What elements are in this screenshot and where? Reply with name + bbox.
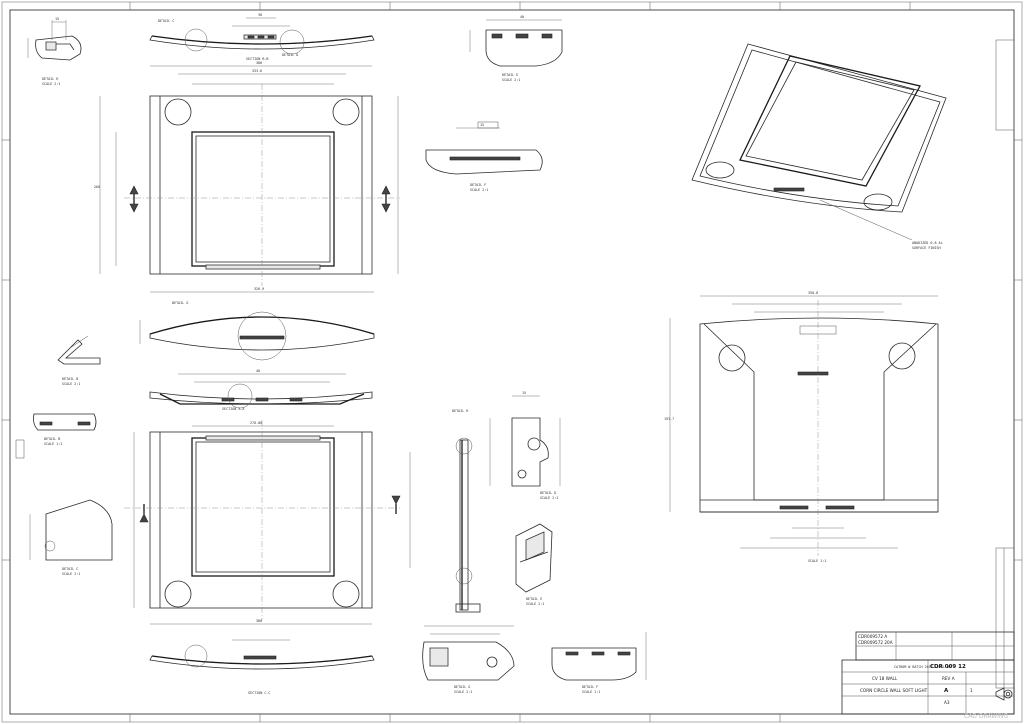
callout-detail-f: DETAIL F: [470, 183, 486, 187]
part-number-a: CDR009572 A: [858, 634, 887, 639]
part-number-b: CDR009572 20A: [858, 640, 893, 645]
dim-text: 15: [522, 391, 526, 395]
callout-detail-f: DETAIL F: [582, 685, 598, 689]
callout-scale: SCALE 2:1: [502, 78, 520, 82]
dim-text: 193.7: [664, 417, 674, 421]
hook-detail-view: 15 DETAIL D SCALE 2:1: [489, 391, 561, 500]
callout-detail-c: DETAIL C: [62, 567, 78, 571]
callout-detail-e: DETAIL E: [526, 597, 542, 601]
format-size: A3: [944, 700, 950, 705]
iso-note-2: SURFACE FINISH: [912, 246, 941, 250]
callout-section-aa: SECTION A-A: [222, 407, 244, 411]
slot-detail-view: DETAIL F SCALE 1:1: [551, 632, 647, 694]
dim-text: 40: [520, 15, 524, 19]
detail-b2-view: DETAIL B SCALE 1:1: [15, 413, 97, 459]
callout-scale: SCALE 2:1: [62, 382, 80, 386]
callout-detail-g: DETAIL G: [454, 685, 470, 689]
callout-scale: SCALE 2:1: [526, 602, 544, 606]
rev-label: REV A: [942, 676, 955, 681]
detail-d-view: 40 DETAIL E SCALE 2:1: [469, 15, 563, 82]
callout-scale: SCALE 1:1: [582, 690, 600, 694]
title-header-note: CATHOM W BATCH 2017 LEVEL 02: [894, 665, 951, 669]
dim-text: 30: [258, 13, 262, 17]
dim-text: 380: [256, 619, 262, 623]
projection-symbol-icon: [995, 687, 1013, 701]
iso-note-1: ANODIZED 0.8 AL: [912, 241, 943, 245]
callout-detail-d: DETAIL D: [540, 491, 556, 495]
dim-text: 276.86: [250, 421, 262, 425]
callout-scale: SCALE 2:1: [540, 496, 558, 500]
dim-text: 40: [256, 369, 260, 373]
callout-detail-h: DETAIL H: [42, 77, 58, 81]
section-bb-view: 30 DETAIL C SECTION B-B DETAIL D: [149, 13, 375, 61]
top-plan-view: 386 333.6 260: [94, 61, 400, 286]
side-profile-view: DETAIL H: [452, 409, 481, 613]
callout-detail-c: DETAIL C: [158, 19, 174, 23]
dim-text: 386: [256, 61, 262, 65]
detail-b-view: DETAIL B SCALE 2:1: [57, 335, 101, 386]
callout-detail-d: DETAIL D: [282, 53, 298, 57]
right-elevation-view: 350.8 193.7 SCALE 1:1: [664, 291, 939, 563]
callout-detail-b: DETAIL B: [62, 377, 78, 381]
detail-c-view: DETAIL C SCALE 2:1: [29, 499, 113, 576]
dim-text: 350.8: [808, 291, 818, 295]
detail-f-view: 15 DETAIL F SCALE 2:1: [425, 121, 543, 192]
detail-h-view: 15 DETAIL H SCALE 2:1: [27, 17, 82, 86]
callout-detail-g: DETAIL G: [172, 301, 188, 305]
dim-text: 333.6: [252, 69, 262, 73]
dim-text: 15: [480, 123, 484, 127]
bottom-plan-view: 380 276.86: [124, 420, 411, 625]
callout-section-cc: SECTION C-C: [248, 691, 270, 695]
callout-scale: SCALE 2:1: [470, 188, 488, 192]
side-notes-strip: [995, 39, 1015, 689]
drawing-number: CDR 009 12: [930, 664, 966, 670]
isometric-view: ANODIZED 0.8 AL SURFACE FINISH: [691, 43, 947, 250]
dim-text: 15: [55, 17, 59, 21]
dim-text: 260: [94, 185, 100, 189]
callout-scale: SCALE 2:1: [454, 690, 472, 694]
section-cc-view: SECTION C-C: [149, 639, 375, 695]
bracket-detail-view: DETAIL G SCALE 2:1: [422, 625, 515, 694]
scale-value: 1: [970, 688, 973, 693]
title-block: CDR009572 A CDR009572 20A CATHOM W BATCH…: [841, 631, 1015, 715]
callout-scale: SCALE 1:1: [44, 442, 62, 446]
callout-section-bb: SECTION B-B: [246, 57, 268, 61]
callout-detail-b: DETAIL B: [44, 437, 60, 441]
dim-text: 326.9: [254, 287, 264, 291]
title-description: CORN CIRCLE WALL SOFT LIGHT: [860, 688, 928, 693]
sheet-border-inner: [9, 9, 1015, 715]
callout-scale: SCALE 2:1: [42, 82, 60, 86]
hook-iso-view: DETAIL E SCALE 2:1: [515, 523, 553, 606]
callout-scale: SCALE 1:1: [808, 559, 826, 563]
front-section-view: 326.9 DETAIL G: [139, 287, 375, 361]
callout-detail-h: DETAIL H: [452, 409, 468, 413]
callout-scale: SCALE 2:1: [62, 572, 80, 576]
callout-detail-e: DETAIL E: [502, 73, 518, 77]
section-aa-view: 40 SECTION A-A: [149, 369, 373, 411]
watermark: CAD DRAWING: [964, 713, 1008, 720]
sheet-letter: A: [944, 688, 949, 694]
title-desc-top: CV 18 WALL: [872, 676, 898, 681]
